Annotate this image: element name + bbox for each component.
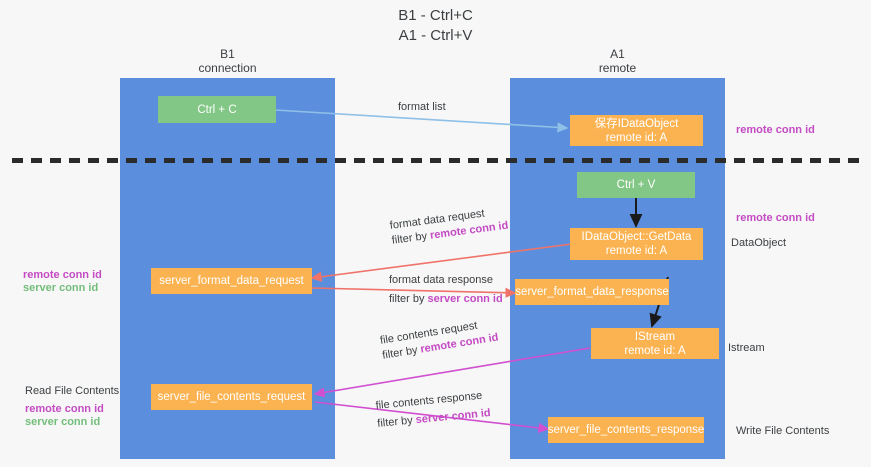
annotation-read-file-contents: Read File Contents [25, 385, 120, 397]
edge-label-file-contents-request: file contents request filter by remote c… [379, 316, 500, 364]
annotation-write-file-contents: Write File Contents [736, 425, 830, 437]
filter-by-text: filter by [389, 293, 428, 305]
column-header-a1: A1 remote [598, 47, 637, 75]
server-conn-id-highlight: server conn id [415, 407, 492, 427]
legend-left-mid-remote-conn-id: remote conn id [23, 269, 102, 281]
annotation-dataobject: DataObject [731, 237, 787, 249]
annotation-istream: Istream [728, 342, 765, 354]
edge-label-format-data-response-line1: format data response [389, 274, 493, 286]
legend-left-bottom-remote-conn-id: remote conn id [25, 403, 104, 415]
edge-label-format-list-line1: format list [398, 101, 446, 113]
annotation-remote-conn-id-mid: remote conn id [736, 212, 815, 224]
node-server-format-data-request[interactable]: server_format_data_request [151, 268, 312, 294]
edge-label-file-contents-response: file contents response filter by server … [375, 388, 491, 432]
edge-label-format-data-response-line2: filter by server conn id [389, 292, 503, 307]
node-ctrl-c[interactable]: Ctrl + C [158, 96, 276, 123]
node-ctrl-v[interactable]: Ctrl + V [577, 172, 695, 198]
phase-separator [12, 158, 859, 163]
node-istream[interactable]: IStream remote id: A [591, 328, 719, 359]
node-server-file-contents-request[interactable]: server_file_contents_request [151, 384, 312, 410]
node-idataobject-getdata[interactable]: IDataObject::GetData remote id: A [570, 228, 703, 260]
column-header-b1: B1 connection [198, 47, 257, 75]
edge-label-format-data-response: format data response filter by server co… [389, 273, 503, 307]
edge-label-format-data-request: format data request filter by remote con… [389, 204, 509, 249]
legend-left-bottom-server-conn-id: server conn id [25, 416, 101, 428]
filter-by-text: filter by [376, 414, 417, 430]
edge-label-format-list: format list [398, 100, 446, 115]
server-conn-id-highlight: server conn id [427, 293, 503, 305]
node-server-format-data-response[interactable]: server_format_data_response [515, 279, 669, 305]
filter-by-text: filter by [391, 229, 431, 247]
legend-left-mid-server-conn-id: server conn id [23, 282, 99, 294]
page-title: B1 - Ctrl+C A1 - Ctrl+V [398, 7, 473, 44]
annotation-remote-conn-id-top: remote conn id [736, 124, 815, 136]
node-save-idataobject[interactable]: 保存IDataObject remote id: A [570, 115, 703, 146]
node-server-file-contents-response[interactable]: server_file_contents_response [548, 417, 704, 443]
